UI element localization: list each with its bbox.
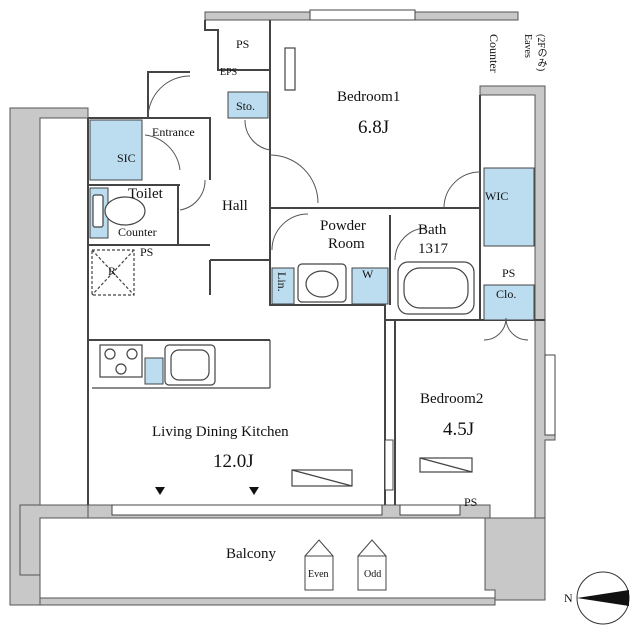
clo-area [483,284,535,321]
hall-label: Hall [222,198,248,214]
bath-label: Bath [418,222,447,238]
door-swings [144,75,529,341]
ps-toilet-label: PS [140,245,154,259]
lin-area [271,267,295,305]
entrance-label: Entrance [152,125,195,139]
sic-label: SIC [117,151,136,165]
ldk-label: Living Dining Kitchen [152,424,289,440]
bedroom2-size: 4.5J [443,419,475,440]
sic-area [89,119,143,181]
windows [111,9,556,516]
vent-markers [155,487,259,495]
ps-bottom-label: PS [464,495,478,509]
lin-label: Lin. [275,272,289,292]
ps-wic-label: PS [502,266,516,280]
top-counter-label: Counter [487,34,501,73]
ldk-size: 12.0J [213,451,254,472]
compass-n-label: N [564,591,573,605]
interior-walls [87,20,545,505]
wic-area [483,167,535,247]
refrigerator-label: R [108,264,117,278]
balcony-sign-frames [304,539,387,591]
even-sign-label: Even [308,569,329,580]
eaves-label-line1: Eaves [522,34,533,58]
powder-room-label-line2: Room [328,236,365,252]
sto-area [227,91,269,119]
bath-size: 1317 [418,241,448,257]
toilet-label: Toilet [128,186,163,202]
clo-label: Clo. [496,287,517,301]
w-area [351,267,389,305]
odd-sign-label: Odd [364,569,382,580]
balcony-label: Balcony [226,546,276,562]
wic-label: WIC [485,189,509,203]
toilet-counter-label: Counter [118,225,157,239]
eps-label: EPS [220,67,238,78]
north-compass-icon [576,571,630,625]
powder-room-label-line1: Powder [320,218,366,234]
w-label: W [362,267,374,281]
exterior-walls [9,11,556,606]
bedroom1-label: Bedroom1 [337,89,401,105]
bedroom2-label: Bedroom2 [420,391,484,407]
eaves-label-line2: (2Fのみ) [535,34,546,72]
kitchen-counter-area [144,357,164,385]
fixtures [91,47,475,487]
ps-top-label: PS [236,37,250,51]
sto-label: Sto. [236,99,256,113]
bedroom1-size: 6.8J [358,117,390,138]
